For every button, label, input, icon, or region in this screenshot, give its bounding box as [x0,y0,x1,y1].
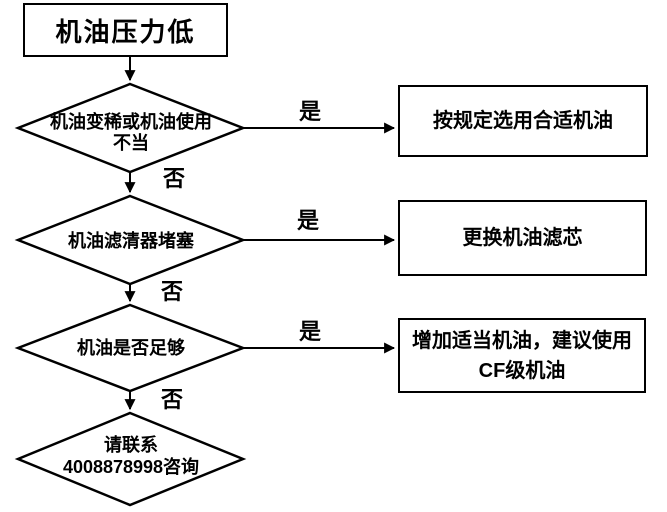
action2-label: 更换机油滤芯 [462,227,583,249]
start-node: 机油压力低 [23,3,228,57]
decision2-no-label: 否 [160,279,184,304]
decision1-diamond [14,82,247,174]
decision1-label-line2: 不当 [113,133,149,153]
decision3-no-label: 否 [160,387,184,412]
decision4-diamond [14,411,247,507]
decision4-label-line1: 请联系 [104,435,158,455]
action1-node: 按规定选用合适机油 [398,85,648,157]
decision2-label-text: 机油滤清器堵塞 [68,231,194,251]
decision4-label-line2: 4008878998咨询 [62,457,200,477]
decision3-label: 机油是否足够 [20,338,242,358]
decision3-label-text: 机油是否足够 [77,338,185,358]
decision2-diamond [14,194,247,286]
action3-node: 增加适当机油，建议使用 CF级机油 [398,318,646,393]
decision3-yes-label: 是 [298,319,322,344]
decision1-yes-label: 是 [298,99,322,124]
action1-label: 按规定选用合适机油 [433,110,613,132]
decision4-label: 请联系 4008878998咨询 [20,434,242,478]
action2-node: 更换机油滤芯 [398,200,647,276]
decision1-no-label: 否 [162,166,186,191]
decision1-label: 机油变稀或机油使用 不当 [20,112,242,154]
decision3-diamond [14,303,247,393]
action3-label-line2: CF级机油 [478,359,566,382]
decision2-label: 机油滤清器堵塞 [20,231,242,251]
start-node-label: 机油压力低 [55,16,196,47]
action3-label-line1: 增加适当机油，建议使用 [412,329,632,352]
decision1-label-line1: 机油变稀或机油使用 [50,112,212,132]
decision2-yes-label: 是 [296,208,320,233]
